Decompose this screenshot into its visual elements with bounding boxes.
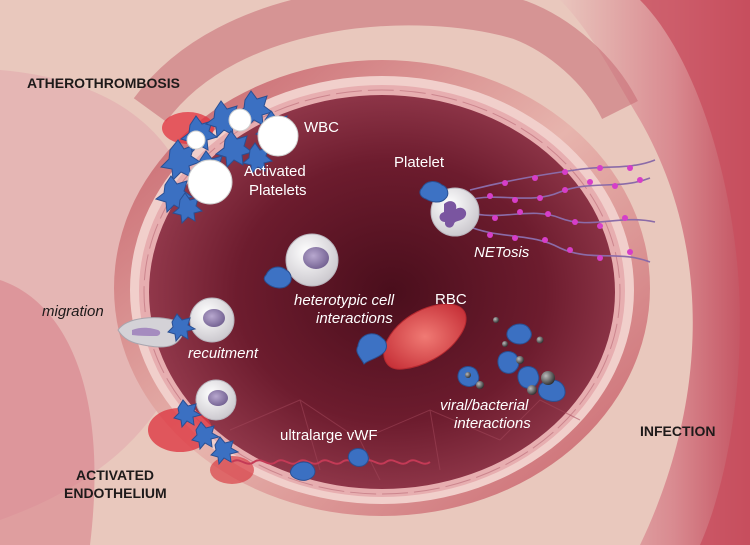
migrating-wbc [117, 317, 183, 348]
vessel-wall [114, 60, 650, 516]
vwf-strand [231, 448, 431, 481]
label-heterotypic-1: heterotypic cell [294, 292, 395, 309]
label-platelet: Platelet [394, 154, 445, 171]
label-activated-endothelium-1: ACTIVATED [76, 467, 154, 483]
vessel-lumen [149, 95, 615, 489]
heterotypic-wbc [263, 233, 339, 289]
rbc-cell [356, 303, 467, 370]
rbc-platelet [356, 333, 387, 365]
recruited-wbc [167, 297, 235, 343]
heterotypic-platelet [263, 266, 292, 289]
endothelial-platelets [173, 399, 240, 466]
label-activated-endothelium-2: ENDOTHELIUM [64, 485, 167, 501]
label-netosis: NETosis [474, 244, 530, 261]
adhered-wbc [195, 379, 237, 421]
netosis-granules [487, 165, 643, 261]
label-infection: INFECTION [640, 423, 715, 439]
netosis-platelet [419, 181, 449, 203]
label-viral-2: interactions [454, 415, 531, 432]
label-vwf: ultralarge vWF [280, 427, 378, 444]
aggregate-wbc [186, 108, 299, 205]
label-heterotypic-2: interactions [316, 310, 393, 327]
pathogen-particles [465, 317, 555, 395]
label-recruitment: recuitment [188, 345, 259, 362]
label-wbc: WBC [304, 119, 339, 136]
label-migration: migration [42, 303, 104, 320]
label-activated-platelets-1: Activated [244, 163, 306, 180]
label-atherothrombosis: ATHEROTHROMBOSIS [27, 75, 180, 91]
label-viral-1: viral/bacterial [440, 397, 529, 414]
label-rbc: RBC [435, 291, 467, 308]
diagram-labels: ATHEROTHROMBOSIS INFECTION ACTIVATED END… [27, 75, 715, 501]
label-activated-platelets-2: Platelets [249, 182, 307, 199]
